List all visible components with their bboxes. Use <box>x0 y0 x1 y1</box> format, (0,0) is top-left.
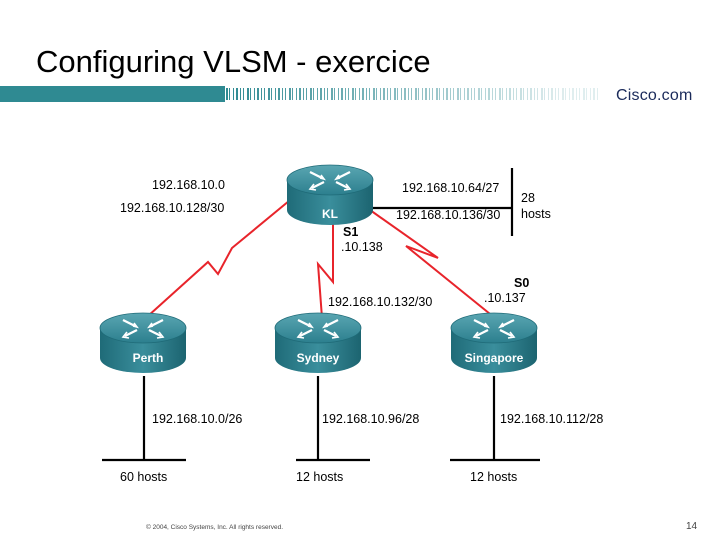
perth-lan-line <box>102 376 186 462</box>
router-perth-label: Perth <box>133 351 164 365</box>
wan-link-kl-singapore <box>369 209 496 319</box>
kl-perth-link-label: 192.168.10.128/30 <box>120 201 224 215</box>
perth-lan-network-label: 192.168.10.0/26 <box>152 412 242 426</box>
kl-singapore-link-label: 192.168.10.136/30 <box>396 208 500 222</box>
router-sydney-label: Sydney <box>297 351 340 365</box>
page-title: Configuring VLSM - exercice <box>36 44 431 79</box>
singapore-lan-network-label: 192.168.10.112/28 <box>500 412 603 426</box>
kl-s1-interface-label: S1 <box>343 225 358 239</box>
router-kl: KL <box>286 164 374 225</box>
sydney-lan-line <box>296 376 370 462</box>
page-number: 14 <box>686 521 698 532</box>
kl-sydney-link-label: 192.168.10.132/30 <box>328 295 432 309</box>
copyright-footer: © 2004, Cisco Systems, Inc. All rights r… <box>146 524 284 531</box>
router-singapore-label: Singapore <box>465 351 524 365</box>
kl-lan-hosts-word: hosts <box>521 207 551 221</box>
wan-link-kl-perth <box>147 195 296 317</box>
router-singapore: Singapore <box>450 312 538 373</box>
title-banner <box>0 86 598 102</box>
sydney-hosts-label: 12 hosts <box>296 470 343 484</box>
wan-link-kl-sydney <box>316 224 334 319</box>
kl-lan-network-label: 192.168.10.64/27 <box>402 181 499 195</box>
cisco-logo: Cisco.com <box>616 87 693 104</box>
perth-hosts-label: 60 hosts <box>120 470 167 484</box>
router-perth: Perth <box>99 312 187 373</box>
singapore-s0-ip-label: .10.137 <box>484 291 526 305</box>
sydney-lan-network-label: 192.168.10.96/28 <box>322 412 419 426</box>
singapore-hosts-label: 12 hosts <box>470 470 517 484</box>
singapore-lan-line <box>450 376 540 462</box>
kl-lan-line <box>370 168 514 236</box>
kl-s1-ip-label: .10.138 <box>341 240 383 254</box>
kl-lan-hosts-count: 28 <box>521 191 535 205</box>
singapore-s0-interface-label: S0 <box>514 276 529 290</box>
router-kl-label: KL <box>322 207 338 221</box>
kl-perth-network-label: 192.168.10.0 <box>152 178 225 192</box>
router-sydney: Sydney <box>274 312 362 373</box>
